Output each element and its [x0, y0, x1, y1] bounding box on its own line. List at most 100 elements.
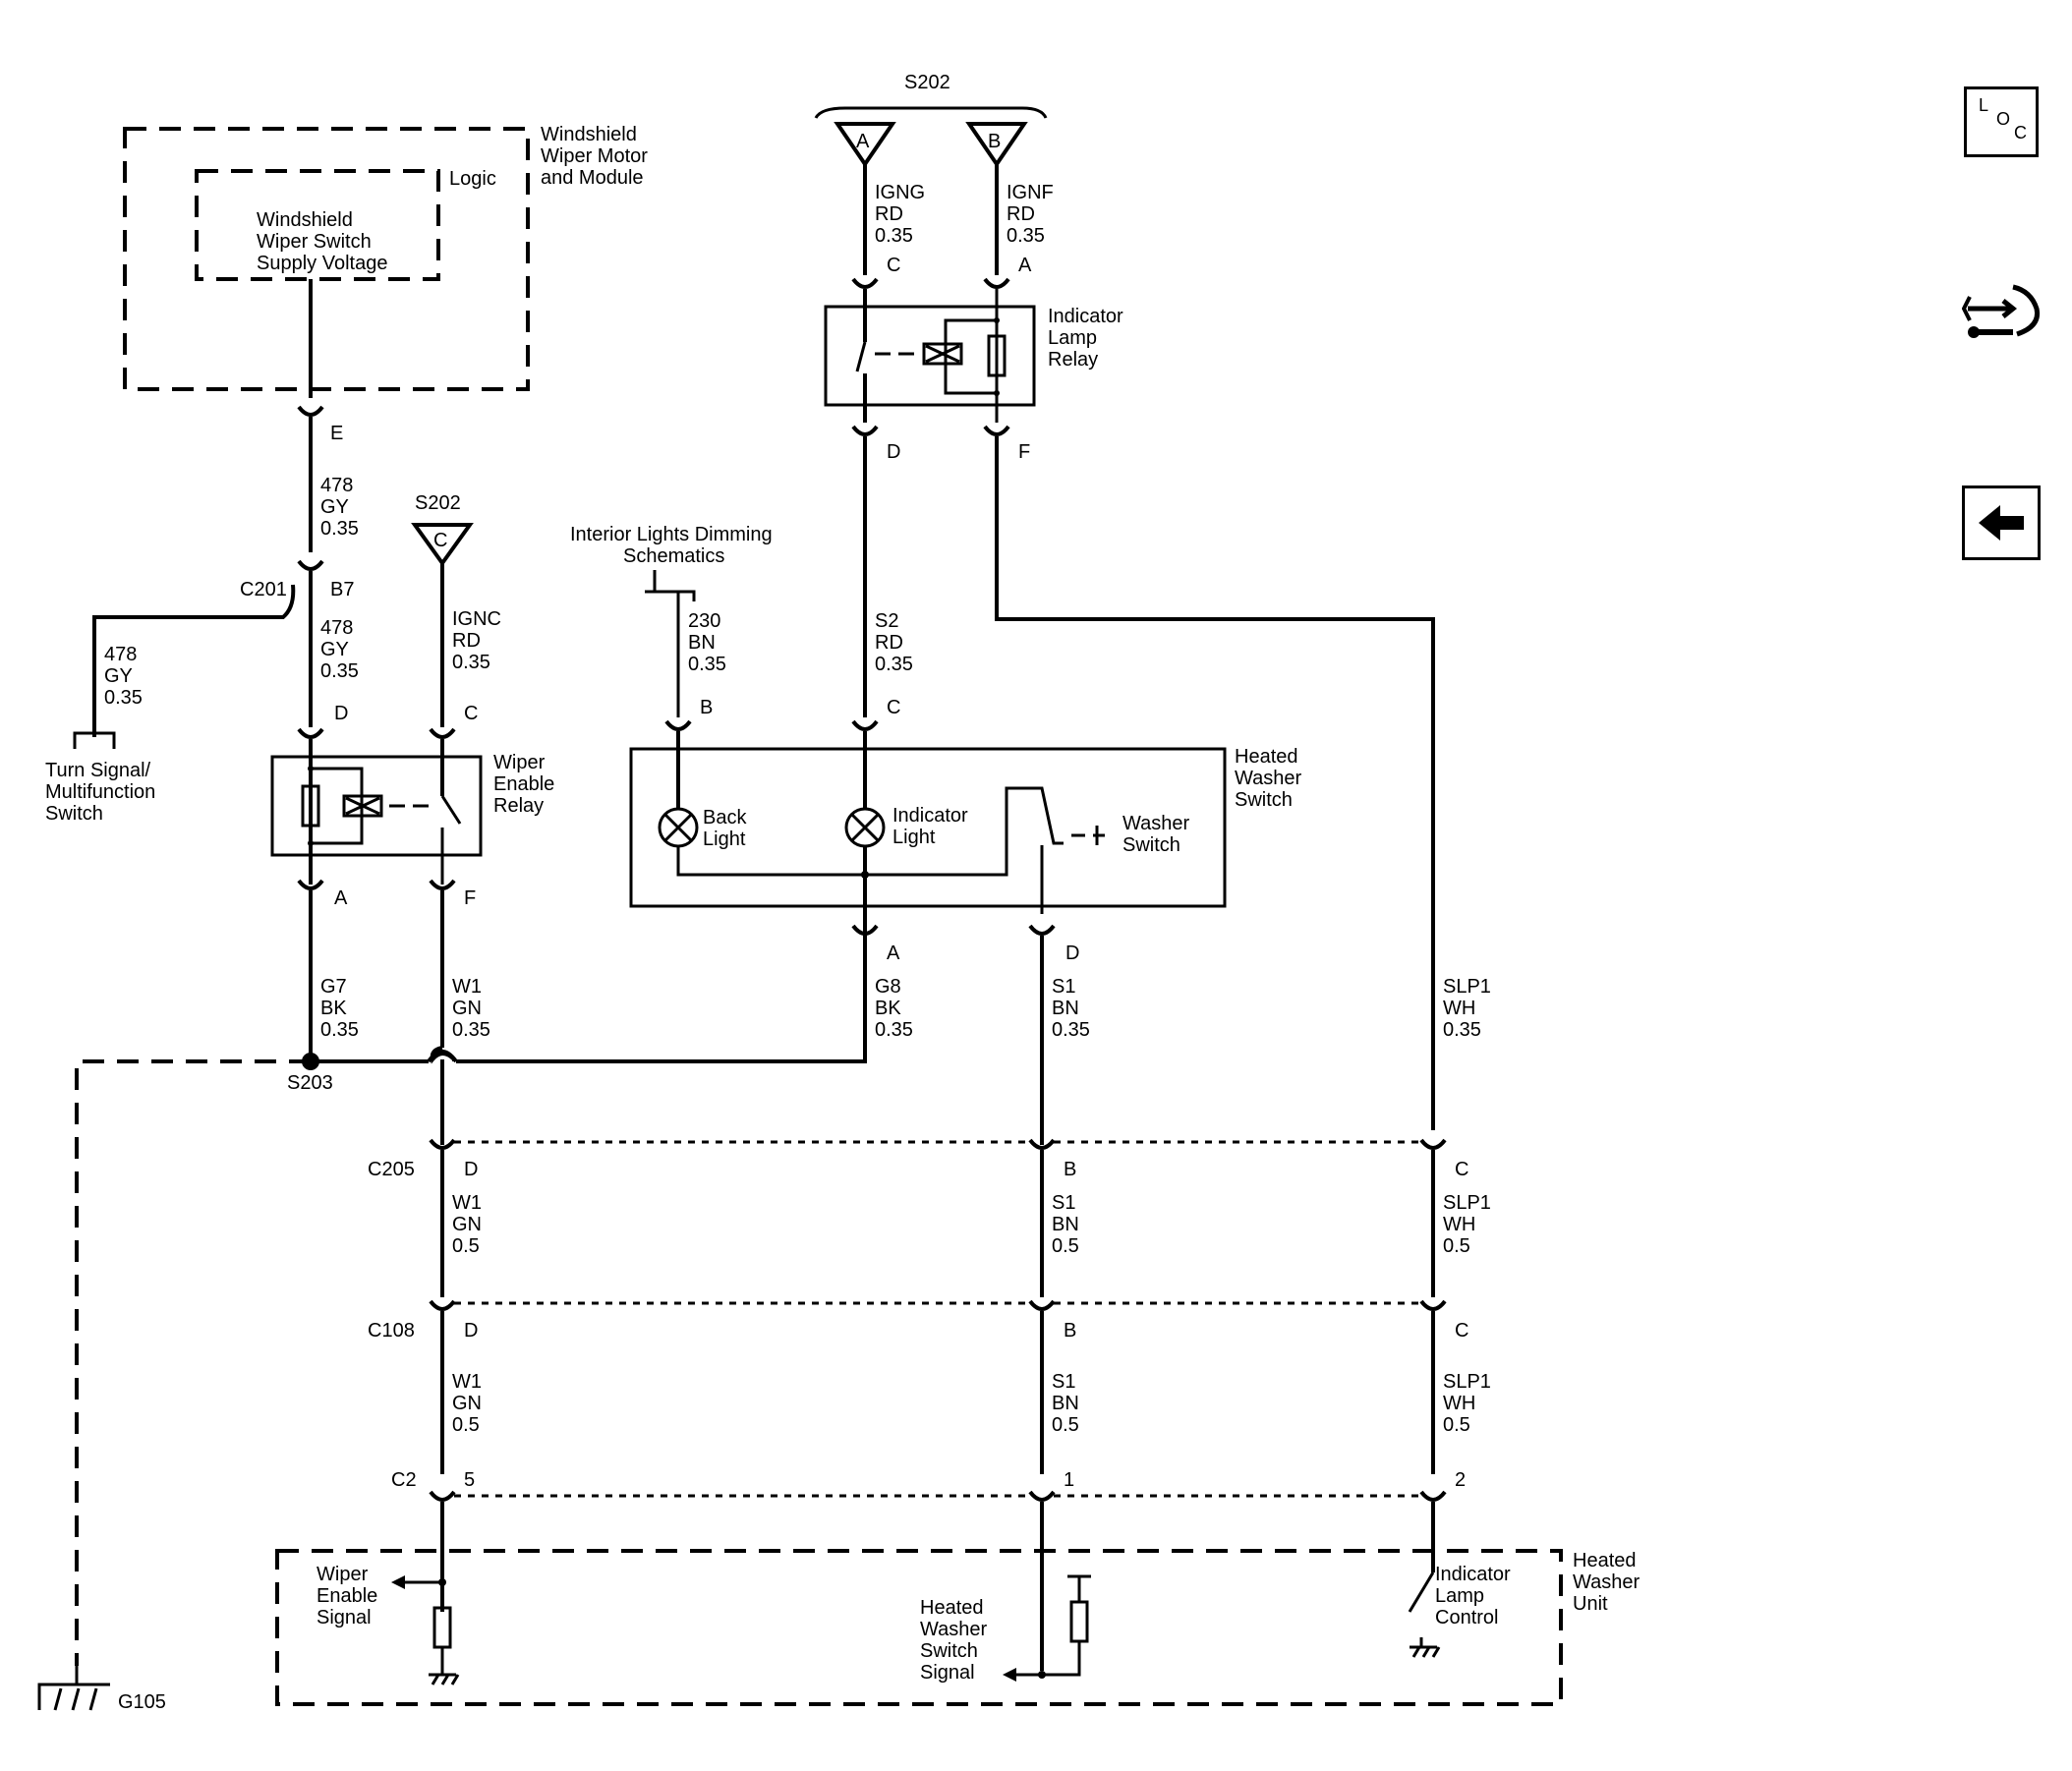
schematic-label: IGNF [1007, 182, 1054, 203]
schematic-label: B [988, 131, 1001, 152]
schematic-label: Control [1435, 1607, 1498, 1628]
schematic-label: GN [452, 998, 482, 1019]
connector-c201: C201 [240, 579, 287, 600]
schematic-label: 0.35 [875, 654, 913, 675]
schematic-label: Washer [1235, 768, 1302, 789]
schematic-label: Switch [1122, 834, 1180, 856]
schematic-label: Lamp [1435, 1585, 1484, 1607]
schematic-label: Indicator [892, 805, 968, 827]
schematic-label: Indicator [1048, 306, 1123, 327]
turn-signal-switch: Turn Signal/ Multifunction Switch [45, 760, 155, 825]
schematic-label: Washer [920, 1619, 988, 1640]
schematic-label: Unit [1573, 1593, 1608, 1615]
schematic-label: 478 [320, 617, 353, 639]
schematic-label: A [1018, 255, 1032, 276]
schematic-label: WH [1443, 1393, 1475, 1414]
schematic-label: Light [703, 828, 746, 850]
schematic-label: 0.35 [320, 660, 359, 682]
schematic-label: RD [1007, 203, 1035, 225]
pin-b7: B7 [330, 579, 354, 600]
indicator-lamp-relay: Indicator Lamp Relay [824, 289, 1123, 423]
schematic-label: Relay [493, 795, 544, 817]
schematic-label: 478 [320, 475, 353, 496]
schematic-label: GY [320, 639, 349, 660]
back-arrow-icon [1979, 505, 2024, 541]
interior-lights-reference: Interior Lights Dimming Schematics [570, 524, 773, 717]
schematic-label: Washer [1573, 1571, 1640, 1593]
schematic-label: C [1455, 1320, 1468, 1342]
schematic-label: Wiper [317, 1564, 369, 1585]
schematic-label: Schematics [623, 545, 724, 567]
schematic-label: 0.35 [320, 1019, 359, 1041]
schematic-label: Relay [1048, 349, 1098, 371]
schematic-label: BN [1052, 1393, 1079, 1414]
schematic-label: BN [688, 632, 716, 654]
schematic-label: Enable [493, 773, 554, 795]
loc-l: L [1979, 95, 1989, 115]
schematic-label: G105 [118, 1691, 166, 1713]
location-view-button[interactable]: L O C [1964, 86, 2039, 157]
schematic-label: Switch [1235, 789, 1293, 811]
schematic-label: Enable [317, 1585, 377, 1607]
schematic-label: BK [875, 998, 901, 1019]
schematic-label: Signal [920, 1662, 975, 1684]
schematic-label: D [334, 703, 348, 724]
back-button[interactable] [1962, 486, 2041, 560]
schematic-label: GY [104, 665, 133, 687]
schematic-label: 0.5 [1443, 1414, 1470, 1436]
heated-washer-switch: Back Light Washer Switch Indicator Light… [629, 731, 1302, 914]
splice-s202-left: S202 [415, 492, 461, 514]
schematic-label: SLP1 [1443, 1371, 1491, 1393]
schematic-label: F [1018, 441, 1030, 463]
schematic-label: GN [452, 1393, 482, 1414]
schematic-label: WH [1443, 998, 1475, 1019]
schematic-label: B [1064, 1320, 1076, 1342]
schematic-label: IGNG [875, 182, 925, 203]
schematic-label: D [464, 1320, 478, 1342]
schematic-label: D [1065, 943, 1079, 964]
schematic-label: BN [1052, 998, 1079, 1019]
schematic-label: 0.35 [875, 1019, 913, 1041]
schematic-label: Multifunction [45, 781, 155, 803]
schematic-label: C108 [368, 1320, 415, 1342]
wiper-motor-module: Windshield Wiper Motor and Module Logic … [123, 124, 648, 391]
schematic-label: 0.35 [688, 654, 726, 675]
schematic-label: 0.35 [1443, 1019, 1481, 1041]
schematic-label: S2 [875, 610, 898, 632]
schematic-label: Turn Signal/ [45, 760, 151, 781]
schematic-label: S1 [1052, 1192, 1075, 1214]
schematic-label: WH [1443, 1214, 1475, 1235]
connector-view-button[interactable] [1962, 277, 2044, 356]
schematic-label: Switch [920, 1640, 978, 1662]
schematic-label: 0.35 [320, 518, 359, 540]
schematic-label: Light [892, 827, 936, 848]
schematic-label: 0.5 [1443, 1235, 1470, 1257]
schematic-label: G8 [875, 976, 901, 998]
connector-c2: C2 5 1 2 [391, 1469, 1466, 1502]
schematic-label: W1 [452, 1192, 482, 1214]
schematic-label: 1 [1064, 1469, 1074, 1491]
schematic-label: Heated [1573, 1550, 1637, 1571]
schematic-label: SLP1 [1443, 976, 1491, 998]
schematic-label: 230 [688, 610, 720, 632]
schematic-label: RD [875, 632, 903, 654]
schematic-label: RD [875, 203, 903, 225]
schematic-label: Logic [449, 168, 496, 190]
schematic-label: 0.35 [875, 225, 913, 247]
schematic-label: 5 [464, 1469, 475, 1491]
schematic-label: S1 [1052, 976, 1075, 998]
connector-view-icon [1962, 284, 2041, 338]
schematic-label: C [887, 697, 900, 718]
wiper-enable-relay: Wiper Enable Relay [270, 752, 554, 885]
schematic-label: IGNC [452, 608, 501, 630]
schematic-label: Wiper Motor [541, 145, 648, 167]
schematic-label: 0.35 [452, 1019, 490, 1041]
schematic-label: B [1064, 1159, 1076, 1180]
heated-washer-unit: Heated Washer Unit Wiper Enable Signal H… [275, 1549, 1640, 1706]
schematic-label: 0.35 [104, 687, 143, 709]
splice-s203: S203 [287, 1072, 333, 1094]
schematic-label: 0.35 [1007, 225, 1045, 247]
schematic-label: Interior Lights Dimming [570, 524, 773, 545]
